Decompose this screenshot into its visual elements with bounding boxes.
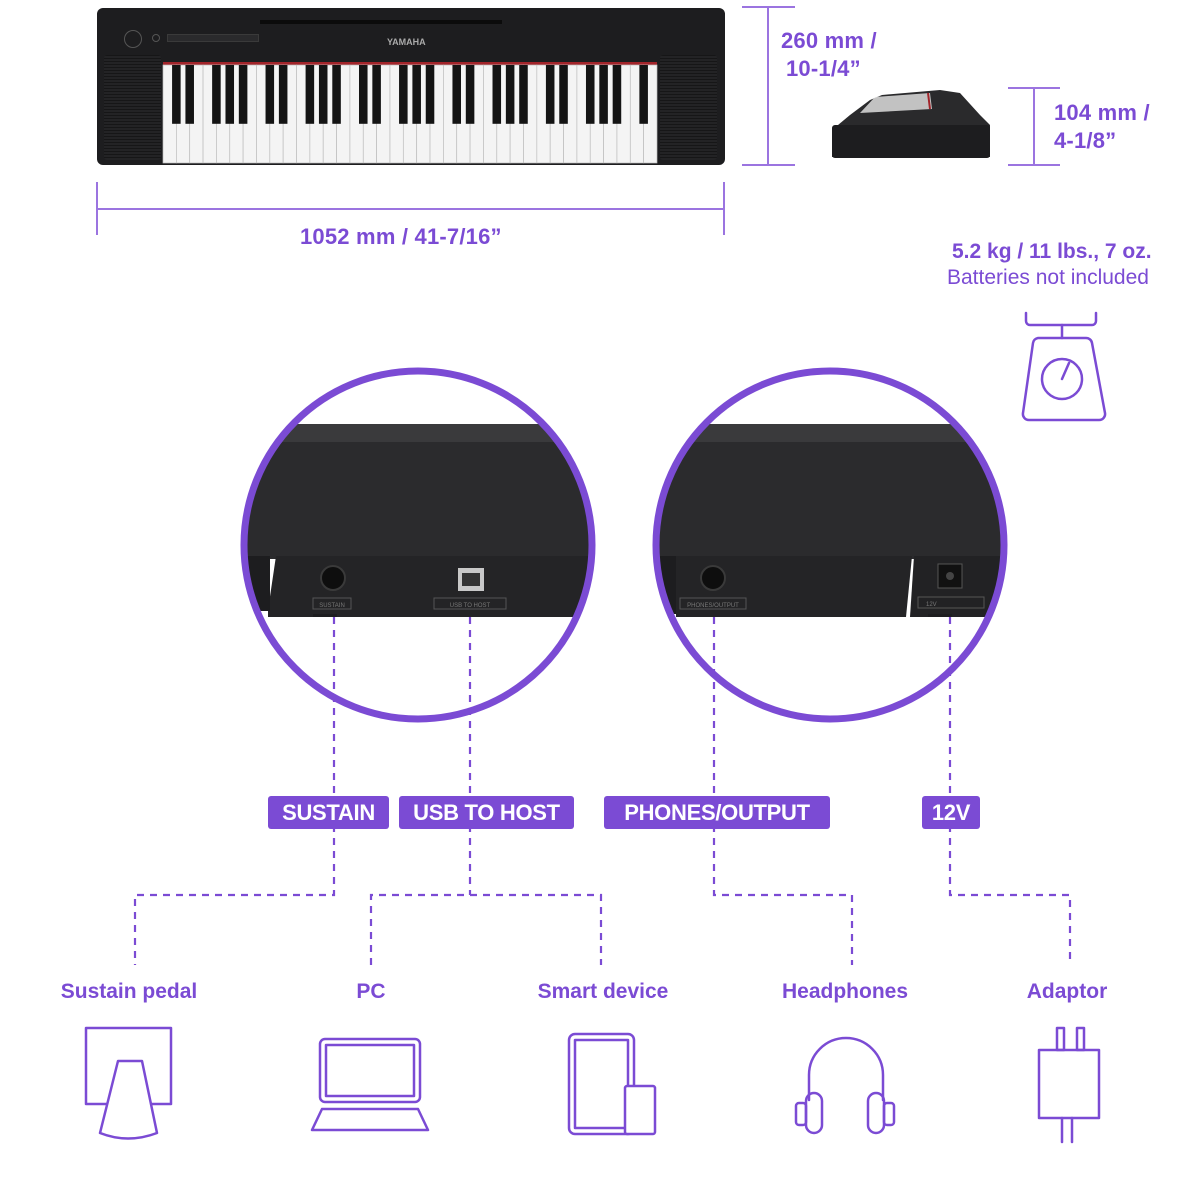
usb-port-label: USB TO HOST [450,603,491,609]
port-badge-12v: 12V [922,796,980,829]
smart-device-icon [567,1032,657,1136]
weight-note: Batteries not included [947,266,1149,289]
connector-lines [133,617,1072,965]
height-dimension-line2: 4-1/8” [1054,128,1117,153]
keyboard-top-view: YAMAHA [97,8,725,165]
control-buttons [167,34,259,42]
sustain-jack-label: SUSTAIN [319,603,345,609]
keyboard-side-view [832,90,990,158]
laptop-icon [310,1037,430,1132]
music-rest-slot [260,20,502,24]
speaker-left [104,55,161,160]
depth-dimension-line2: 10-1/4” [786,56,861,81]
height-dimension-line1: 104 mm / [1054,100,1150,125]
device-label-headphones: Headphones [781,980,909,1003]
depth-dimension-line1: 260 mm / [781,28,877,53]
width-dimension-label: 1052 mm / 41-7/16” [300,224,502,249]
scale-icon [1021,311,1107,422]
piano-keys [162,64,658,164]
device-label-pc: PC [356,980,386,1003]
device-label-sustain-pedal: Sustain pedal [60,980,198,1003]
port-badge-sustain: SUSTAIN [268,796,389,829]
port-badge-phones-output: PHONES/OUTPUT [604,796,830,829]
volume-knob [124,30,142,48]
dc-in-label: 12V [926,602,937,608]
device-label-adaptor: Adaptor [1026,980,1108,1003]
weight-value: 5.2 kg / 11 lbs., 7 oz. [952,240,1152,263]
keybed [162,62,658,164]
device-label-smart-device: Smart device [537,980,669,1003]
phones-jack-label: PHONES/OUTPUT [687,603,739,609]
sustain-pedal-icon [84,1026,173,1140]
power-adaptor-icon [1037,1026,1101,1144]
port-badge-usb-to-host: USB TO HOST [399,796,574,829]
headphones-icon [794,1036,896,1135]
power-button [152,34,160,42]
speaker-right [660,55,717,160]
brand-logo: YAMAHA [387,37,426,47]
